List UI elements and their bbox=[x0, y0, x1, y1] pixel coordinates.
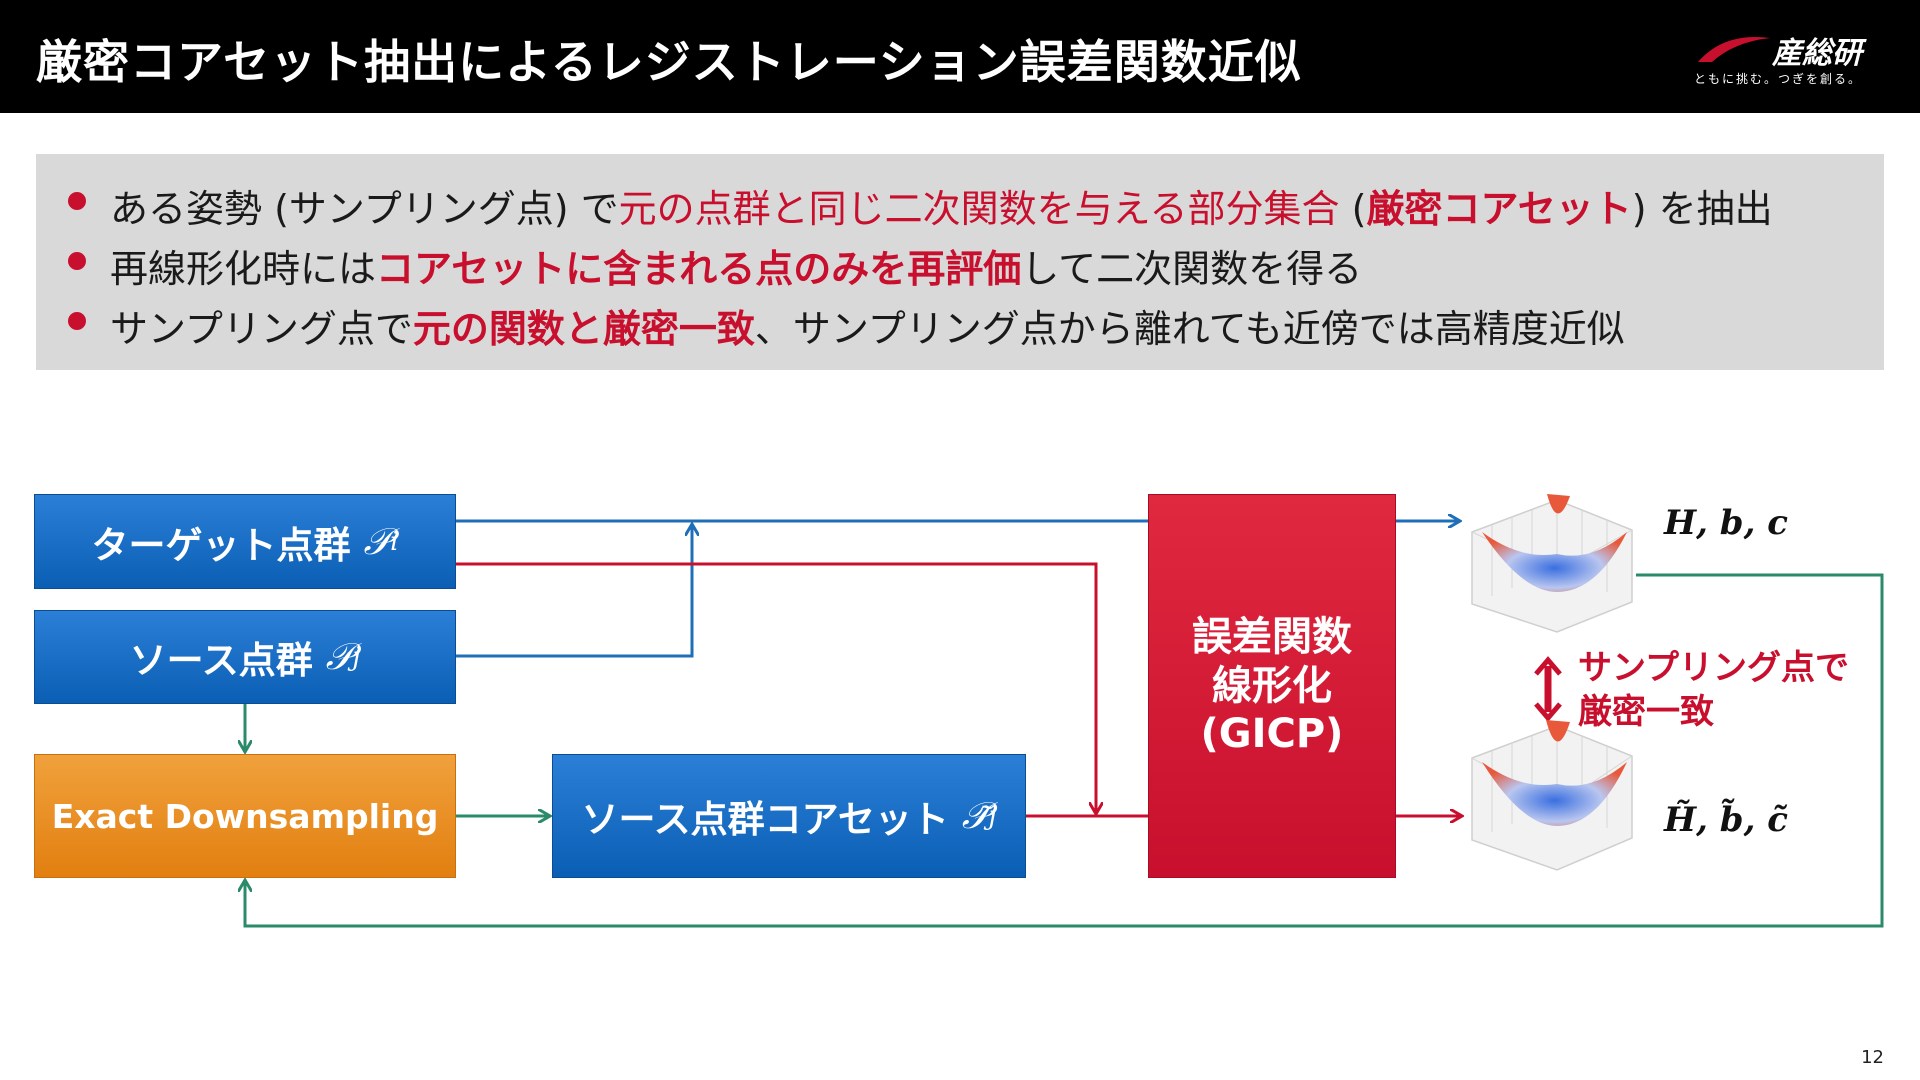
bullet-text: 、サンプリング点から離れても近傍では高精度近似 bbox=[754, 307, 1625, 351]
math-subscript: j bbox=[352, 642, 361, 672]
bullet-highlight: 元の点群と同じ二次関数を与える部分集合 bbox=[618, 187, 1340, 231]
exact-downsampling-box: Exact Downsampling bbox=[34, 754, 456, 878]
bullet-item-2: 再線形化時にはコアセットに含まれる点のみを再評価して二次関数を得る bbox=[68, 238, 1363, 293]
box-label-line: 線形化 bbox=[1212, 662, 1332, 709]
page-number: 12 bbox=[1861, 1047, 1884, 1068]
bullet-item-3: サンプリング点で元の関数と厳密一致、サンプリング点から離れても近傍では高精度近似 bbox=[68, 298, 1625, 353]
box-label: ソース点群 bbox=[129, 639, 313, 682]
box-label: ソース点群コアセット bbox=[581, 798, 949, 841]
math-symbol: 𝒫 bbox=[363, 519, 391, 563]
bullet-emphasis: 元の関数と厳密一致 bbox=[412, 307, 755, 351]
logo-tagline: ともに挑む。つぎを創る。 bbox=[1694, 72, 1863, 86]
bullet-text: ( bbox=[1339, 187, 1367, 231]
box-label: ターゲット点群 bbox=[91, 523, 351, 567]
box-label: Exact Downsampling bbox=[51, 796, 439, 836]
page-title: 厳密コアセット抽出によるレジストレーション誤差関数近似 bbox=[36, 35, 1302, 89]
bullet-emphasis: 厳密コアセット bbox=[1366, 187, 1632, 231]
box-label-line: 誤差関数 bbox=[1192, 613, 1352, 660]
bullet-dot bbox=[68, 312, 86, 330]
double-arrow-icon bbox=[1534, 656, 1562, 722]
bullet-dot bbox=[68, 252, 86, 270]
math-symbol: 𝒫 bbox=[325, 635, 353, 678]
bullet-text: ある姿勢 (サンプリング点) で bbox=[110, 187, 619, 231]
header-bar: 厳密コアセット抽出によるレジストレーション誤差関数近似 産総研 ともに挑む。つぎ… bbox=[0, 0, 1920, 113]
coreset-output-label: H̃, b̃, c̃ bbox=[1664, 800, 1788, 840]
source-coreset-box: ソース点群コアセット 𝒫̃j bbox=[552, 754, 1026, 878]
bullet-dot bbox=[68, 192, 86, 210]
bullet-emphasis: コアセットに含まれる点のみを再評価 bbox=[376, 247, 1022, 291]
math-subscript: j bbox=[988, 801, 997, 831]
annotation-line: サンプリング点で bbox=[1578, 648, 1849, 688]
error-linearization-box: 誤差関数 線形化 (GICP) bbox=[1148, 494, 1396, 878]
bullet-item-1: ある姿勢 (サンプリング点) で元の点群と同じ二次関数を与える部分集合 (厳密コ… bbox=[68, 178, 1773, 233]
bullet-text: 再線形化時には bbox=[110, 247, 377, 291]
aist-logo: 産総研 ともに挑む。つぎを創る。 bbox=[1694, 28, 1884, 88]
bullet-panel: ある姿勢 (サンプリング点) で元の点群と同じ二次関数を与える部分集合 (厳密コ… bbox=[36, 154, 1884, 370]
math-subscript: i bbox=[390, 526, 399, 557]
math-symbol: 𝒫̃ bbox=[961, 794, 989, 837]
arrow-feedback-loop bbox=[245, 573, 1884, 928]
bullet-text: して二次関数を得る bbox=[1021, 247, 1363, 291]
bullet-text: サンプリング点で bbox=[110, 307, 413, 351]
exact-match-annotation: サンプリング点で 厳密一致 bbox=[1578, 646, 1849, 734]
annotation-line: 厳密一致 bbox=[1578, 692, 1714, 733]
box-label-line: (GICP) bbox=[1200, 711, 1344, 758]
full-quadratic-surface-plot bbox=[1471, 494, 1633, 633]
logo-swoosh-icon bbox=[1698, 37, 1770, 62]
arrow-source-to-target-line bbox=[456, 524, 692, 658]
arrow-target-to-coreset-path bbox=[456, 562, 1096, 814]
logo-text: 産総研 bbox=[1772, 36, 1862, 71]
coreset-quadratic-surface-plot bbox=[1471, 720, 1633, 871]
bullet-text: ) を抽出 bbox=[1631, 187, 1773, 231]
full-output-label: H, b, c bbox=[1664, 503, 1788, 543]
